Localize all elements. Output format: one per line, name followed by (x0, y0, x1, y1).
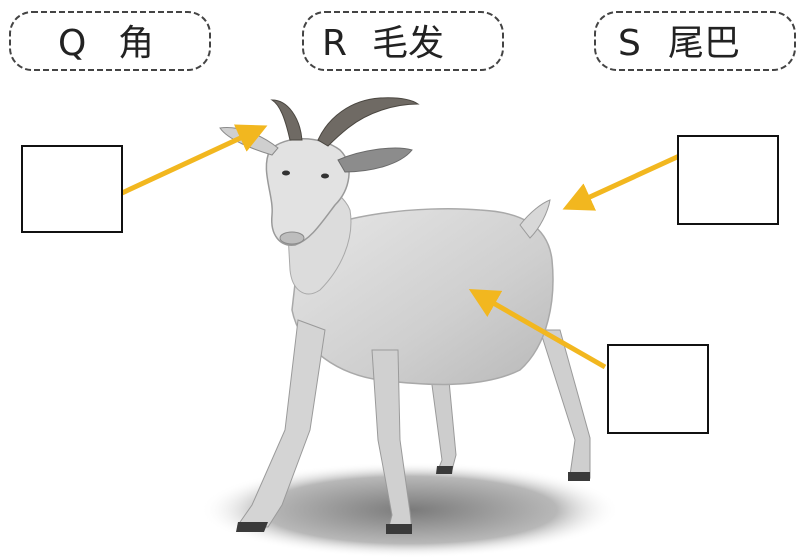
label-cloud-r: R 毛发 (302, 11, 504, 71)
answer-box-tail[interactable] (677, 135, 779, 225)
label-letter-r: R (322, 23, 347, 64)
goat-illustration (219, 97, 591, 534)
answer-box-horn[interactable] (21, 145, 123, 233)
arrow-to-tail (562, 149, 690, 211)
label-text-hair: 毛发 (372, 23, 444, 64)
label-text-tail: 尾巴 (668, 23, 740, 64)
arrow-to-horn (120, 124, 268, 196)
label-letter-s: S (618, 23, 641, 64)
label-letter-q: Q (58, 23, 86, 64)
label-cloud-q: Q 角 (9, 11, 211, 71)
arrow-to-hair (468, 289, 607, 370)
answer-box-hair[interactable] (607, 344, 709, 434)
label-cloud-s: S 尾巴 (594, 11, 796, 71)
label-text-horn: 角 (118, 23, 154, 64)
